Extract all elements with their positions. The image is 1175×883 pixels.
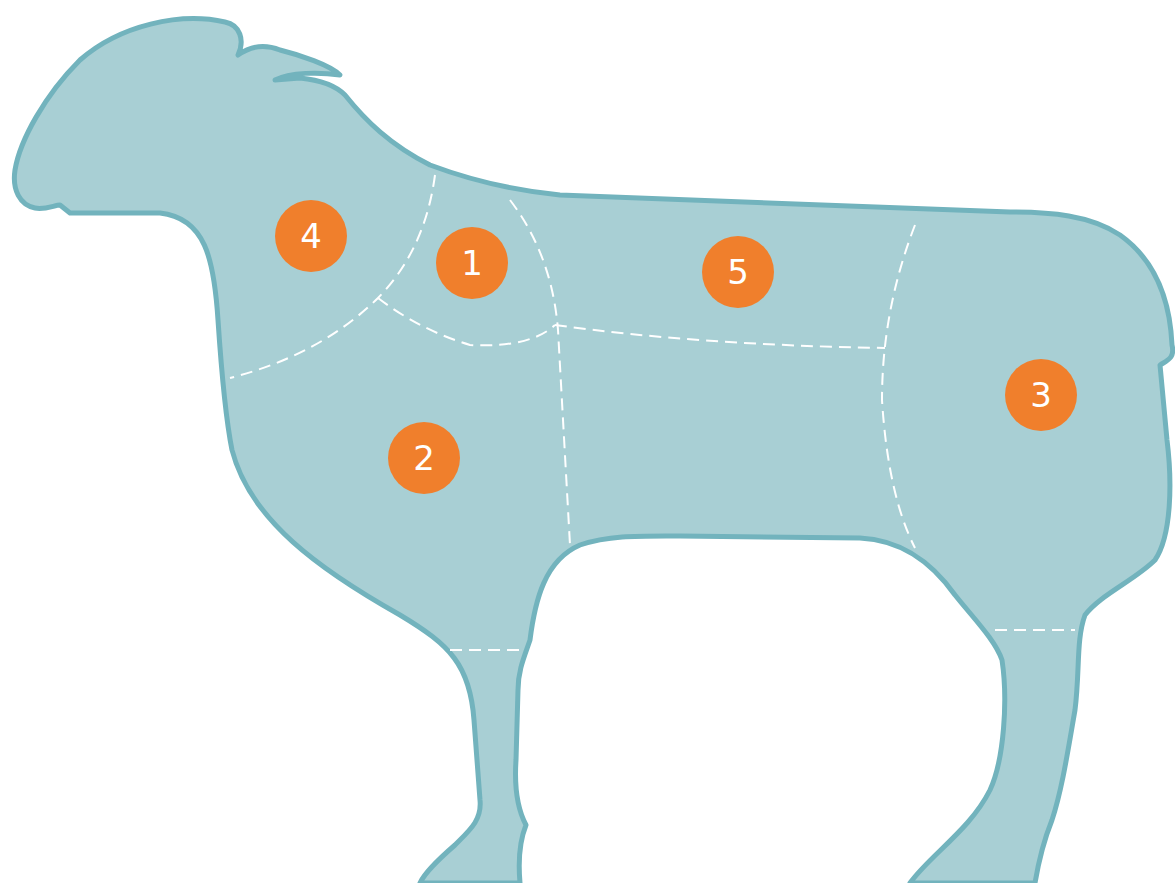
cut-line	[450, 649, 525, 651]
circle-fill	[275, 200, 347, 272]
circle-fill	[388, 422, 460, 494]
callout-circle: 1	[436, 227, 508, 299]
callout-circle: 3	[1005, 359, 1077, 431]
cut-line	[555, 325, 885, 348]
cut-lines	[230, 175, 1075, 650]
callout-circle: 5	[702, 236, 774, 308]
callout-number: 4	[275, 200, 347, 272]
cut-line	[510, 200, 570, 545]
callout-circle: 4	[275, 200, 347, 272]
lamb-silhouette	[14, 19, 1172, 883]
callout-number: 3	[1005, 359, 1077, 431]
cut-line	[995, 629, 1075, 631]
callout-circle: 2	[388, 422, 460, 494]
cut-line	[882, 225, 915, 548]
cut-line	[230, 175, 435, 378]
circle-fill	[702, 236, 774, 308]
callout-number: 2	[388, 422, 460, 494]
callout-number: 5	[702, 236, 774, 308]
callout-number: 1	[436, 227, 508, 299]
circle-fill	[1005, 359, 1077, 431]
cut-line	[378, 298, 555, 345]
circle-fill	[436, 227, 508, 299]
